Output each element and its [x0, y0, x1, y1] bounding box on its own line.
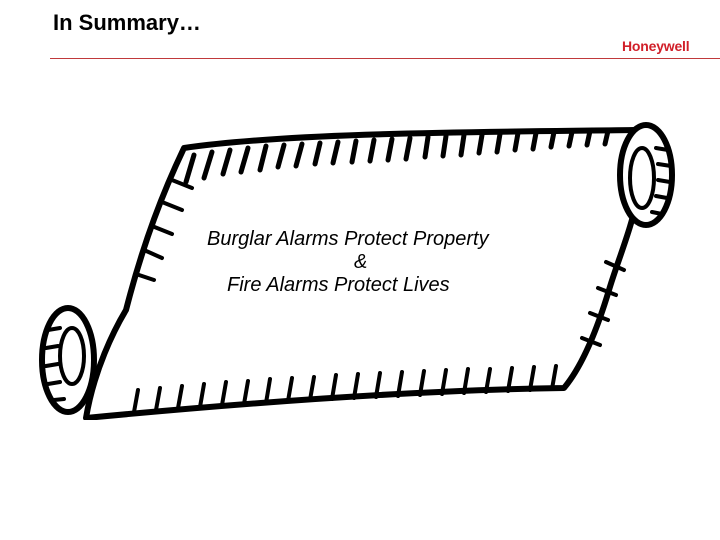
page-title: In Summary…	[53, 10, 201, 35]
title-divider	[50, 58, 720, 59]
message-line-fire: Fire Alarms Protect Lives	[227, 274, 450, 296]
scroll-message: Burglar Alarms Protect Property & Fire A…	[170, 228, 590, 297]
message-line-ampersand: &	[354, 251, 368, 273]
honeywell-logo: Honeywell	[622, 38, 690, 54]
message-line-burglar: Burglar Alarms Protect Property	[207, 228, 489, 250]
scroll-icon	[39, 122, 675, 420]
